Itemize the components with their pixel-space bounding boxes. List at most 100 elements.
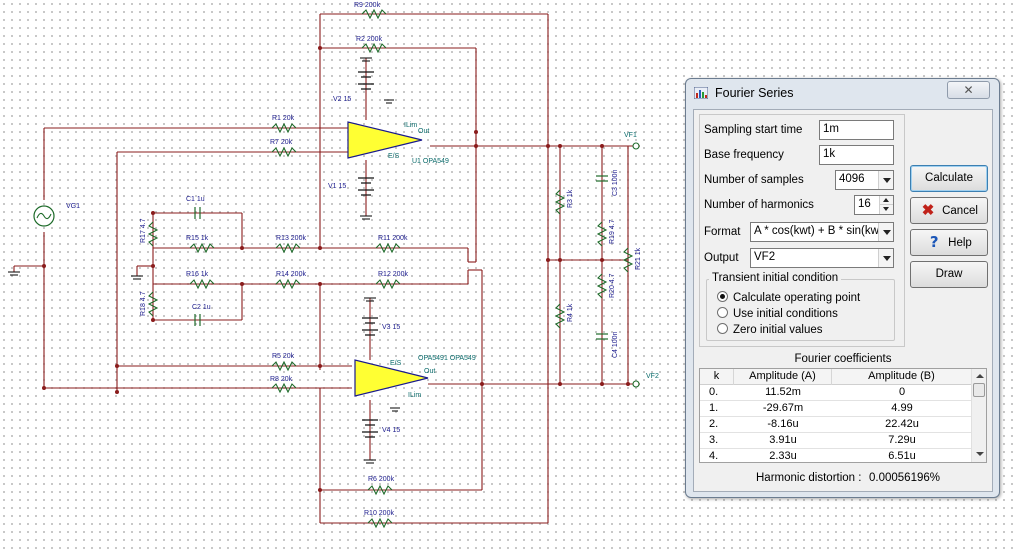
cancel-button[interactable]: ✖Cancel xyxy=(910,197,988,224)
radio-label: Calculate operating point xyxy=(733,292,861,304)
base-frequency-input[interactable]: 1k xyxy=(819,145,894,165)
chevron-down-icon[interactable] xyxy=(878,223,893,241)
dialog-titlebar[interactable]: Fourier Series ✕ xyxy=(686,79,999,107)
chevron-down-icon[interactable] xyxy=(878,171,893,189)
calculate-button[interactable]: Calculate xyxy=(910,165,988,192)
resistors xyxy=(147,8,634,529)
r5-label: R5 20k xyxy=(272,353,295,360)
dialog-client: Sampling start time 1m Base frequency 1k… xyxy=(693,109,993,492)
table-scrollbar[interactable] xyxy=(971,369,986,462)
coefficients-table[interactable]: k Amplitude (A) Amplitude (B) 0. 11.52m … xyxy=(699,368,987,463)
r6-label: R6 200k xyxy=(368,476,395,483)
fourier-coefficients-title: Fourier coefficients xyxy=(794,353,892,365)
cancel-label: Cancel xyxy=(942,205,978,217)
radio-use-initial-conditions[interactable]: Use initial conditions xyxy=(717,307,838,320)
radio-label: Zero initial values xyxy=(733,324,823,336)
capacitors xyxy=(194,175,608,340)
opamp-u2 xyxy=(354,359,429,397)
help-question-icon: ? xyxy=(929,233,939,251)
cell-amplitude-a: 3.91u xyxy=(769,434,797,446)
cell-k: 2. xyxy=(709,418,719,430)
cell-amplitude-b: 4.99 xyxy=(891,402,913,414)
number-of-harmonics-spinner[interactable]: 16 xyxy=(854,195,894,215)
format-label: Format xyxy=(704,226,741,238)
cell-k: 4. xyxy=(709,450,719,462)
spin-up-icon[interactable] xyxy=(880,196,893,205)
draw-button[interactable]: Draw xyxy=(910,261,988,288)
u2-es-label: E/S xyxy=(390,360,402,367)
v3-label: V3 15 xyxy=(382,324,400,331)
r3-label: R3 1k xyxy=(567,189,574,208)
fourier-app-icon xyxy=(694,87,708,99)
table-row[interactable]: 2. -8.16u 22.42u xyxy=(700,417,972,433)
cell-amplitude-a: 2.33u xyxy=(769,450,797,462)
c2-label: C2 1u xyxy=(192,304,211,311)
help-button[interactable]: ? Help xyxy=(910,229,988,256)
r19-label: R19 4.7 xyxy=(609,219,616,244)
r16-label: R16 1k xyxy=(186,271,209,278)
c1-label: C1 1u xyxy=(186,196,205,203)
cell-amplitude-b: 7.29u xyxy=(888,434,916,446)
output-select[interactable]: VF2 xyxy=(750,248,894,268)
r8-label: R8 20k xyxy=(270,376,293,383)
vf1-label: VF1 xyxy=(624,132,637,139)
cell-amplitude-a: 11.52m xyxy=(765,386,801,398)
radio-unselected-icon[interactable] xyxy=(717,323,728,334)
output-label: Output xyxy=(704,252,739,264)
output-value: VF2 xyxy=(754,251,776,263)
draw-label: Draw xyxy=(935,268,963,280)
ground-symbols xyxy=(8,57,400,464)
opamp-u1 xyxy=(347,121,423,159)
scroll-thumb[interactable] xyxy=(973,383,985,397)
u1-ilim-label: ILim xyxy=(404,122,417,129)
u2-out-label: Out xyxy=(424,368,435,375)
spin-down-icon[interactable] xyxy=(880,205,893,214)
sampling-start-label: Sampling start time xyxy=(704,124,803,136)
table-row[interactable]: 0. 11.52m 0 xyxy=(700,385,972,401)
radio-unselected-icon[interactable] xyxy=(717,307,728,318)
radio-selected-icon[interactable] xyxy=(717,291,728,302)
r18-label: R18 4.7 xyxy=(140,291,147,316)
cell-k: 3. xyxy=(709,434,719,446)
cell-amplitude-a: -29.67m xyxy=(762,402,804,414)
harmonic-distortion-label: Harmonic distortion : xyxy=(756,472,862,484)
chevron-down-icon[interactable] xyxy=(878,249,893,267)
v4-label: V4 15 xyxy=(382,427,400,434)
column-header-amplitude-a[interactable]: Amplitude (A) xyxy=(734,369,832,385)
r4-label: R4 1k xyxy=(567,303,574,322)
close-button[interactable]: ✕ xyxy=(947,81,990,99)
batteries xyxy=(358,71,378,438)
u1-es-label: E/S xyxy=(388,153,400,160)
format-value: A * cos(kwt) + B * sin(kwt) xyxy=(754,225,886,237)
spinner-buttons[interactable] xyxy=(879,196,893,214)
radio-calculate-operating-point[interactable]: Calculate operating point xyxy=(717,291,860,304)
radio-zero-initial-values[interactable]: Zero initial values xyxy=(717,323,822,336)
r1-label: R1 20k xyxy=(272,115,295,122)
u2-ilim-label: ILim xyxy=(408,392,421,399)
u1-label: U1 OPA549 xyxy=(412,158,449,165)
r20-label: R20 4.7 xyxy=(609,273,616,298)
cell-k: 0. xyxy=(709,386,719,398)
help-label: Help xyxy=(948,237,972,249)
fourier-series-dialog: Fourier Series ✕ Sampling start time 1m … xyxy=(685,78,1000,498)
vf1-terminal xyxy=(632,142,640,150)
table-row[interactable]: 3. 3.91u 7.29u xyxy=(700,433,972,449)
parameters-panel: Sampling start time 1m Base frequency 1k… xyxy=(699,114,905,347)
format-select[interactable]: A * cos(kwt) + B * sin(kwt) xyxy=(750,222,894,242)
r11-label: R11 200k xyxy=(378,235,408,242)
c4-label: C4 100n xyxy=(612,331,619,358)
table-row[interactable]: 4. 2.33u 6.51u xyxy=(700,449,972,462)
column-header-amplitude-b[interactable]: Amplitude (B) xyxy=(832,369,972,385)
r14-label: R14 200k xyxy=(276,271,306,278)
transient-condition-legend: Transient initial condition xyxy=(709,272,842,284)
dialog-title: Fourier Series xyxy=(715,86,794,100)
number-of-samples-label: Number of samples xyxy=(704,174,804,186)
calculate-label: Calculate xyxy=(925,172,973,184)
table-row[interactable]: 1. -29.67m 4.99 xyxy=(700,401,972,417)
number-of-harmonics-value: 16 xyxy=(858,198,871,210)
sampling-start-input[interactable]: 1m xyxy=(819,120,894,140)
u2-label: OPA5491 OPA549 xyxy=(418,355,476,362)
cell-amplitude-b: 0 xyxy=(898,386,906,398)
column-header-k[interactable]: k xyxy=(700,369,734,385)
number-of-samples-select[interactable]: 4096 xyxy=(835,170,894,190)
